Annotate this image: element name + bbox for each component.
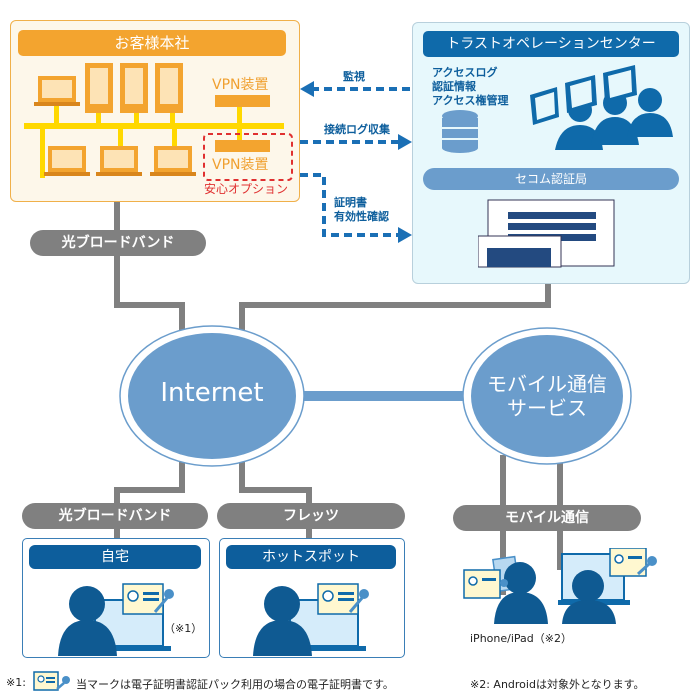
footnote-2: ※2: Androidは対象外となります。 — [470, 678, 645, 691]
key-icon — [164, 589, 174, 599]
ca-title: セコム認証局 — [423, 168, 679, 190]
footnote-1-text: 当マークは電子証明書認証パック利用の場合の電子証明書です。 — [76, 678, 394, 691]
mobile-link-label: モバイル通信 — [453, 505, 641, 531]
home-title: 自宅 — [29, 545, 201, 569]
mobile-caption: iPhone/iPad（※2） — [470, 632, 572, 645]
certificate-icon — [317, 583, 369, 615]
option-dashed-box — [203, 133, 293, 181]
cert-check-label-1: 証明書 — [334, 196, 367, 209]
headquarters-title: お客様本社 — [18, 30, 286, 56]
cert-arrow-line — [300, 173, 402, 237]
database-icon — [442, 110, 478, 153]
lan-bus — [24, 123, 284, 129]
certificate-icon — [122, 583, 174, 615]
key-icon — [500, 579, 508, 587]
home-user-icon — [58, 583, 174, 656]
vpn-device-label-option: VPN装置 — [212, 157, 269, 173]
internet-cloud — [128, 333, 296, 459]
hq-link-line — [114, 200, 185, 340]
laptop-icon — [44, 146, 90, 176]
toc-item-auth-info: 認証情報 — [432, 80, 476, 93]
toc-item-access-mgmt: アクセス権管理 — [432, 94, 509, 107]
mobile-service-label-2: サービス — [507, 396, 587, 420]
server-rack-icon — [155, 63, 183, 113]
server-rack-icon — [85, 63, 113, 113]
cert-check-label-2: 有効性確認 — [334, 210, 389, 223]
hq-link-label: 光ブロードバンド — [30, 230, 206, 256]
server-rack-icon — [120, 63, 148, 113]
vpn-device-icon — [215, 95, 270, 107]
laptop-icon — [150, 146, 196, 176]
certificate-icon — [463, 569, 508, 599]
ca-documents-icon — [478, 199, 615, 268]
internet-label: Internet — [160, 378, 264, 408]
monitoring-arrowhead — [300, 81, 314, 97]
mobile-cloud — [471, 335, 623, 457]
certificate-key-mark-icon — [33, 671, 70, 691]
laptop-icon — [96, 146, 142, 176]
laptop-icon — [34, 76, 80, 106]
hotspot-title: ホットスポット — [226, 545, 396, 569]
operation-center-title: トラストオペレーションセンター — [423, 31, 679, 57]
home-note: （※1） — [164, 622, 203, 635]
cloud-bridge — [285, 391, 465, 401]
operators-icon — [530, 65, 673, 150]
key-icon — [647, 556, 657, 566]
log-arrowhead — [398, 134, 412, 150]
hotspot-user-icon — [253, 583, 369, 656]
toc-item-access-log: アクセスログ — [432, 66, 498, 79]
operator-icon — [603, 91, 627, 115]
mobile-service-label-1: モバイル通信 — [487, 372, 607, 396]
certificate-icon — [609, 548, 657, 577]
monitoring-label: 監視 — [343, 70, 365, 83]
footnote-1-prefix: ※1: — [6, 676, 26, 689]
toc-link-line — [239, 282, 551, 340]
cert-arrowhead — [398, 227, 412, 243]
person-icon — [69, 586, 105, 622]
option-label: 安心オプション — [204, 182, 289, 196]
person-icon — [572, 570, 604, 602]
log-collection-label: 接続ログ収集 — [324, 123, 390, 136]
hotspot-link-label: フレッツ — [217, 503, 405, 529]
home-link-label: 光ブロードバンド — [22, 503, 208, 529]
person-icon — [264, 586, 300, 622]
hq-network — [24, 63, 293, 181]
mobile-users-icon — [463, 548, 657, 624]
vpn-device-label: VPN装置 — [212, 77, 269, 93]
key-icon — [359, 589, 369, 599]
person-icon — [504, 562, 536, 594]
operator-icon — [638, 88, 662, 112]
vpn-device-icon — [215, 140, 270, 152]
